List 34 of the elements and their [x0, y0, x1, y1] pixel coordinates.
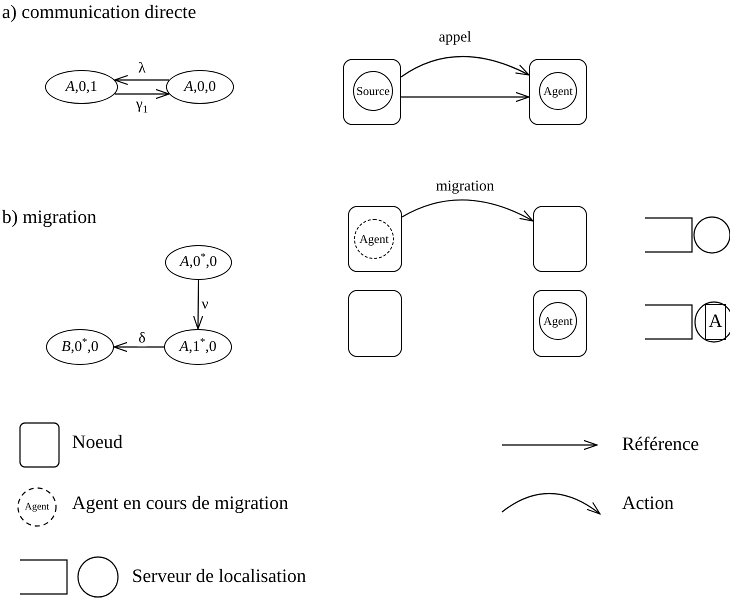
edge-label: δ	[137, 332, 147, 346]
state-ellipse: A,1$^{*}$,0	[164, 329, 232, 365]
agent-record-box: A	[705, 304, 726, 340]
node-box	[348, 290, 402, 357]
reference-arrow	[113, 342, 164, 352]
action-arrow	[400, 56, 530, 78]
state-ellipse: A,0,0	[166, 70, 234, 104]
reference-arrow	[193, 280, 204, 330]
reference-arrow	[114, 88, 170, 100]
legend-text: Référence	[622, 434, 699, 456]
state-ellipse: A,0,1	[45, 70, 118, 104]
action-arrow	[402, 199, 534, 222]
edge-label: migration	[434, 180, 496, 194]
reference-arrow	[114, 74, 170, 86]
legend-text: Serveur de localisation	[132, 566, 306, 588]
legend-text: Noeud	[72, 432, 123, 454]
agent-circle: Source	[353, 71, 393, 111]
node-box	[533, 206, 587, 272]
state-ellipse: B,0$^{*}$,0	[46, 329, 114, 365]
migrating-agent-circle: Agent	[354, 219, 394, 259]
node-box	[533, 290, 587, 357]
node-box	[529, 59, 587, 125]
edge-label: appel	[438, 30, 472, 46]
agent-circle: Agent	[539, 302, 577, 340]
sample-label: Agent	[24, 502, 50, 512]
agent-circle: Agent	[539, 72, 577, 110]
reference-arrow	[401, 92, 530, 102]
node-box	[343, 59, 401, 125]
node-box	[348, 206, 402, 272]
legend-text: Action	[622, 493, 674, 515]
state-ellipse: A,0$^{*}$,0	[165, 245, 232, 280]
legend-text: Agent en cours de migration	[72, 493, 288, 515]
section-heading: a) communication directe	[2, 2, 196, 24]
section-heading: b) migration	[2, 207, 96, 229]
